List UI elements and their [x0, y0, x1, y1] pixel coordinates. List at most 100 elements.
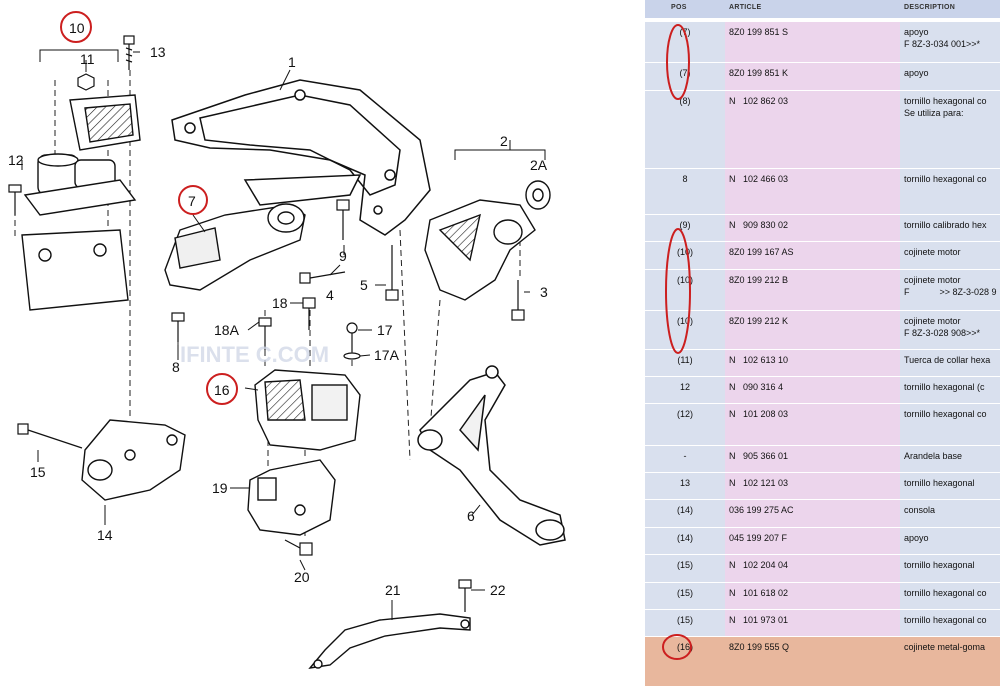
row-article: N 102 862 03: [729, 96, 789, 106]
row-pos-cell: (15): [645, 610, 725, 636]
row-description: cojinete metal-goma: [904, 642, 986, 652]
row-article-cell: N 101 618 02: [725, 583, 900, 609]
row-article: N 905 366 01: [729, 451, 789, 461]
callout-17: 17: [377, 322, 393, 338]
row-article-cell: N 909 830 02: [725, 215, 900, 241]
callout-16: 16: [214, 382, 230, 398]
row-pos: (15): [676, 615, 693, 625]
watermark-text: IFINTE C.COM: [180, 342, 329, 367]
callout-labels: 10 11 13 12 1 2 2A 3 4 5 6 7 8 9 16 18A …: [8, 20, 548, 598]
row-article: 8Z0 199 555 Q: [729, 642, 790, 652]
row-pos: -: [683, 451, 687, 461]
row-description-cell: tornillo hexagonal co: [900, 169, 1000, 214]
washer-17A: [343, 352, 361, 360]
callout-5: 5: [360, 277, 368, 293]
row-article: 045 199 207 F: [729, 533, 788, 543]
row-pos: (7): [679, 68, 691, 78]
table-row: (16) 8Z0 199 555 Q cojinete metal-goma: [645, 637, 1000, 686]
row-article-cell: N 101 973 01: [725, 610, 900, 636]
callout-14: 14: [97, 527, 113, 543]
bracket-14: [81, 419, 186, 501]
row-description: cojinete motor F 8Z-3-028 908>>*: [904, 316, 981, 338]
row-description-cell: tornillo hexagonal co: [900, 610, 1000, 636]
row-pos: (11): [677, 355, 693, 365]
row-article: N 102 466 03: [729, 174, 789, 184]
row-description: cojinete motor: [904, 247, 961, 257]
bolt-17: [346, 322, 358, 352]
table-row: (15) N 101 973 01 tornillo hexagonal co: [645, 610, 1000, 637]
bolt-9: [336, 199, 350, 240]
row-pos: (10): [676, 247, 693, 257]
table-highlights: [662, 24, 692, 660]
row-article-cell: 8Z0 199 212 B: [725, 270, 900, 310]
row-description: tornillo hexagonal co: [904, 409, 987, 419]
diagram-canvas: IFINTE C.COM 10 11 13 12 1 2: [8, 11, 566, 669]
table-row: (7) 8Z0 199 851 K apoyo: [645, 63, 1000, 91]
header-pos: POS: [671, 4, 687, 11]
row-article-cell: 036 199 275 AC: [725, 500, 900, 527]
row-description-cell: cojinete metal-goma: [900, 637, 1000, 686]
row-pos-cell: (16): [645, 637, 725, 686]
row-article-cell: 8Z0 199 167 AS: [725, 242, 900, 269]
table-row: (14) 045 199 207 F apoyo: [645, 528, 1000, 555]
row-description-cell: tornillo hexagonal co Se utiliza para:: [900, 91, 1000, 168]
bushing-2A: [525, 180, 551, 210]
strut-21: [308, 613, 471, 669]
row-article: N 102 204 04: [729, 560, 789, 570]
row-pos-cell: (15): [645, 555, 725, 582]
row-pos-cell: 8: [645, 169, 725, 214]
row-pos: (15): [676, 588, 693, 598]
row-pos-cell: (15): [645, 583, 725, 609]
row-article-cell: 8Z0 199 851 K: [725, 63, 900, 90]
row-article-cell: N 102 862 03: [725, 91, 900, 168]
row-description: cojinete motor F >> 8Z-3-028 9: [904, 275, 997, 297]
row-article: N 909 830 02: [729, 220, 789, 230]
row-description: tornillo calibrado hex: [904, 220, 987, 230]
callout-10: 10: [69, 20, 85, 36]
row-article: N 102 121 03: [729, 478, 789, 488]
row-description-cell: tornillo hexagonal co: [900, 583, 1000, 609]
leader-lines: [21, 49, 546, 620]
row-pos: (14): [676, 533, 693, 543]
bracket-2: [424, 199, 536, 301]
row-pos: (10): [676, 275, 693, 285]
row-pos: 8: [682, 174, 688, 184]
row-pos-cell: (7): [645, 63, 725, 90]
row-pos: (14): [676, 505, 693, 515]
callout-6: 6: [467, 508, 475, 524]
row-pos-cell: (11): [645, 350, 725, 376]
row-description-cell: Arandela base: [900, 446, 1000, 472]
row-pos: (12): [676, 409, 693, 419]
row-pos-cell: (8): [645, 91, 725, 168]
row-description: Tuerca de collar hexa: [904, 355, 991, 365]
callout-3: 3: [540, 284, 548, 300]
row-pos: (15): [676, 560, 693, 570]
row-description: tornillo hexagonal (c: [904, 382, 985, 392]
subframe-1: [171, 79, 431, 236]
parts-table: POS ARTICLE DESCRIPTION (7) 8Z0 199 851 S…: [645, 0, 1000, 686]
row-description-cell: tornillo hexagonal (c: [900, 377, 1000, 403]
row-description-cell: tornillo hexagonal co: [900, 404, 1000, 445]
callout-4: 4: [326, 287, 334, 303]
row-description: apoyo: [904, 68, 929, 78]
row-description-cell: cojinete motor F 8Z-3-028 908>>*: [900, 311, 1000, 349]
control-arm-6: [417, 365, 566, 546]
row-description: tornillo hexagonal co: [904, 615, 987, 625]
table-header: POS ARTICLE DESCRIPTION: [645, 0, 1000, 18]
highlight-oval-7: [666, 24, 690, 100]
callout-12: 12: [8, 152, 24, 168]
row-description-cell: Tuerca de collar hexa: [900, 350, 1000, 376]
row-description: tornillo hexagonal: [904, 478, 975, 488]
callout-18A: 18A: [214, 322, 240, 338]
row-description-cell: apoyo: [900, 528, 1000, 554]
highlight-circle-16-row: [662, 634, 692, 660]
row-article: N 101 208 03: [729, 409, 789, 419]
row-article: N 101 973 01: [729, 615, 789, 625]
row-pos-cell: -: [645, 446, 725, 472]
row-article-cell: 8Z0 199 851 S: [725, 22, 900, 62]
row-article-cell: 045 199 207 F: [725, 528, 900, 554]
